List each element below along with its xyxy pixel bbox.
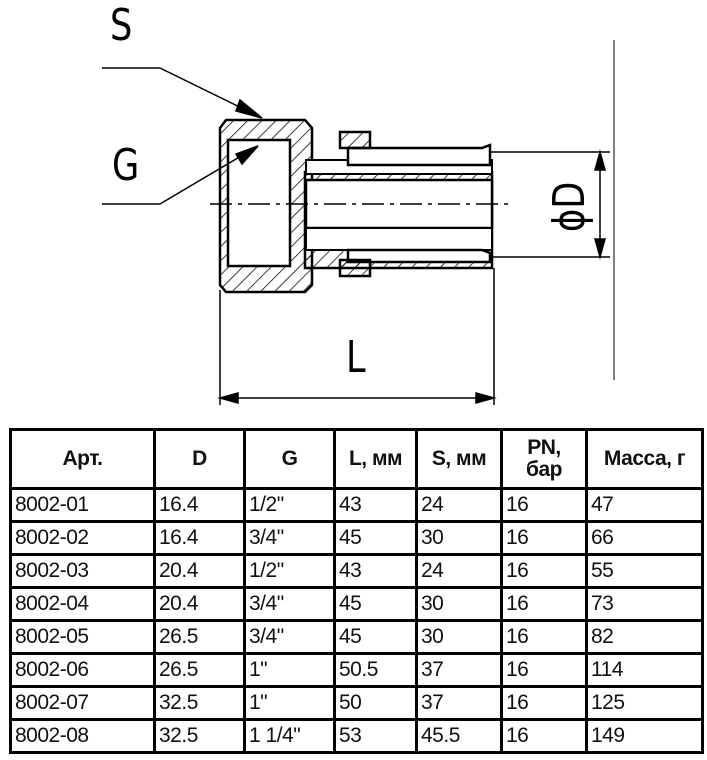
table-cell: 50 <box>333 685 418 721</box>
table-cell: 16.4 <box>153 520 246 556</box>
table-cell: 26.5 <box>153 652 246 688</box>
table-cell: 43 <box>333 487 418 523</box>
table-cell: 16 <box>500 586 588 622</box>
table-cell: 8002-06 <box>9 652 156 688</box>
header-art: Арт. <box>9 428 156 490</box>
table-cell: 47 <box>585 487 704 523</box>
table-cell: 8002-07 <box>9 685 156 721</box>
table-cell: 53 <box>333 718 418 754</box>
table-cell: 8002-04 <box>9 586 156 622</box>
table-cell: 24 <box>415 553 503 589</box>
table-cell: 8002-08 <box>9 718 156 754</box>
table-cell: 3/4" <box>243 586 336 622</box>
header-mass: Масса, г <box>585 428 704 490</box>
table-cell: 8002-05 <box>9 619 156 655</box>
table-cell: 16 <box>500 553 588 589</box>
table-cell: 114 <box>585 652 704 688</box>
table-cell: 43 <box>333 553 418 589</box>
table-cell: 149 <box>585 718 704 754</box>
table-cell: 82 <box>585 619 704 655</box>
table-cell: 16 <box>500 520 588 556</box>
table-cell: 45 <box>333 619 418 655</box>
table-header: Арт. D G L, мм S, мм PN, бар Масса, г <box>9 428 704 490</box>
table-cell: 1" <box>243 685 336 721</box>
label-g: G <box>112 140 140 191</box>
table-cell: 50.5 <box>333 652 418 688</box>
table-cell: 32.5 <box>153 685 246 721</box>
table-cell: 1/2" <box>243 487 336 523</box>
table-cell: 16.4 <box>153 487 246 523</box>
table-cell: 30 <box>415 586 503 622</box>
table-cell: 30 <box>415 619 503 655</box>
table-cell: 55 <box>585 553 704 589</box>
table-cell: 8002-03 <box>9 553 156 589</box>
table-cell: 1/2" <box>243 553 336 589</box>
table-cell: 8002-01 <box>9 487 156 523</box>
table-cell: 45.5 <box>415 718 503 754</box>
header-s: S, мм <box>415 428 503 490</box>
header-l: L, мм <box>333 428 418 490</box>
table-cell: 16 <box>500 685 588 721</box>
table-cell: 20.4 <box>153 586 246 622</box>
table-cell: 24 <box>415 487 503 523</box>
header-d: D <box>153 428 246 490</box>
table-cell: 37 <box>415 652 503 688</box>
table-cell: 16 <box>500 619 588 655</box>
table-cell: 16 <box>500 487 588 523</box>
table-cell: 16 <box>500 652 588 688</box>
label-l: L <box>346 332 366 383</box>
table-cell: 8002-02 <box>9 520 156 556</box>
table-cell: 16 <box>500 718 588 754</box>
table-cell: 73 <box>585 586 704 622</box>
table-cell: 1" <box>243 652 336 688</box>
header-pn: PN, бар <box>500 428 588 490</box>
table-cell: 3/4" <box>243 520 336 556</box>
header-g: G <box>243 428 336 490</box>
label-s: S <box>110 0 133 51</box>
table-cell: 45 <box>333 520 418 556</box>
table-cell: 20.4 <box>153 553 246 589</box>
table-cell: 1 1/4" <box>243 718 336 754</box>
table-cell: 125 <box>585 685 704 721</box>
table-cell: 37 <box>415 685 503 721</box>
specs-table: Арт. D G L, мм S, мм PN, бар Масса, г 80… <box>9 428 704 754</box>
table-cell: 26.5 <box>153 619 246 655</box>
table-cell: 45 <box>333 586 418 622</box>
table-cell: 30 <box>415 520 503 556</box>
fitting-technical-drawing <box>102 40 615 405</box>
table-cell: 3/4" <box>243 619 336 655</box>
table-cell: 32.5 <box>153 718 246 754</box>
label-d: ϕD <box>544 181 595 232</box>
table-cell: 66 <box>585 520 704 556</box>
